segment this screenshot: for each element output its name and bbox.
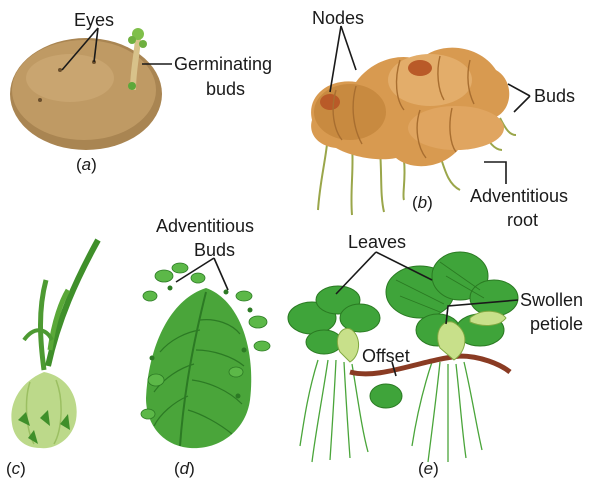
potato-eye bbox=[58, 68, 62, 72]
germinating-label-line2: buds bbox=[206, 79, 245, 99]
nodes-label: Nodes bbox=[312, 8, 364, 28]
swollen-petiole-label-line1: Swollen bbox=[520, 290, 583, 310]
buds-pointer bbox=[508, 84, 530, 96]
leaves-pointer bbox=[336, 252, 376, 294]
offset-label: Offset bbox=[362, 346, 410, 366]
nodes-pointer bbox=[330, 26, 341, 92]
swollen-petiole-label-line2: petiole bbox=[530, 314, 583, 334]
caption-c: (c) bbox=[6, 459, 26, 478]
eyes-label: Eyes bbox=[74, 10, 114, 30]
adventitious-buds-label-line1: Adventitious bbox=[156, 216, 254, 236]
potato-eye bbox=[38, 98, 42, 102]
caption-e: (e) bbox=[418, 459, 439, 478]
hanging-roots bbox=[300, 360, 482, 462]
adventitious-root-label-line2: root bbox=[507, 210, 538, 230]
caption-a: (a) bbox=[76, 155, 97, 174]
nodes-pointer bbox=[341, 26, 356, 70]
buds-pointer bbox=[514, 96, 530, 112]
adventitious-root-label-line1: Adventitious bbox=[470, 186, 568, 206]
buds-label: Buds bbox=[534, 86, 575, 106]
caption-d: (d) bbox=[174, 459, 195, 478]
germinating-label-line1: Germinating bbox=[174, 54, 272, 74]
adventitious-root-pointer bbox=[484, 162, 506, 184]
caption-b: (b) bbox=[412, 193, 433, 212]
leaves-label: Leaves bbox=[348, 232, 406, 252]
bulb-figure bbox=[11, 240, 98, 448]
adventitious-buds-label-line2: Buds bbox=[194, 240, 235, 260]
potato-figure bbox=[10, 28, 162, 150]
bryophyllum-leaf-figure bbox=[141, 263, 270, 448]
adventitious-buds-pointer bbox=[214, 258, 228, 290]
